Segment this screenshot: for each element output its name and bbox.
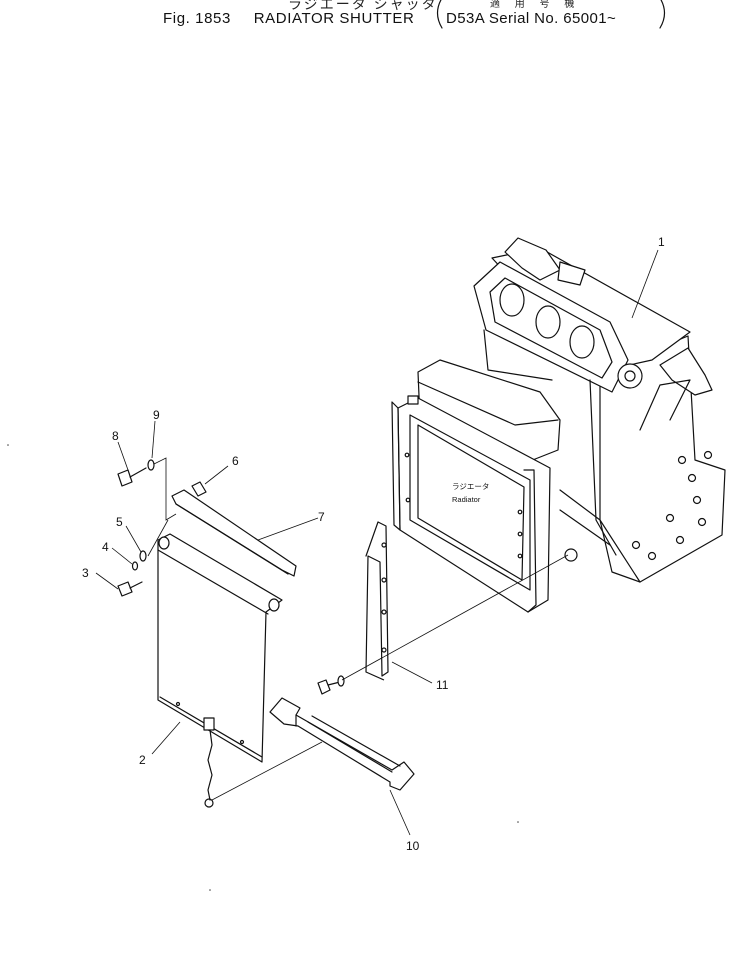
radiator-label-japanese: ラジエータ: [452, 482, 489, 491]
callout-9: 9: [153, 408, 160, 422]
callout-1: 1: [658, 235, 665, 249]
callout-4: 4: [102, 540, 109, 554]
figure-title: Fig. 1853 RADIATOR SHUTTER: [163, 10, 432, 27]
fasteners-left: [95, 519, 169, 597]
callout-8: 8: [112, 429, 119, 443]
callout-2: 2: [139, 753, 146, 767]
cap-nut: [191, 465, 229, 497]
callout-5: 5: [116, 515, 123, 529]
radiator-guard-frame: [473, 237, 726, 583]
title-japanese: ラジエータ シャッタ: [288, 0, 438, 12]
speck: [209, 889, 211, 891]
bottom-hook-bracket: [269, 697, 415, 836]
figure-number: Fig. 1853: [163, 10, 231, 27]
speck: [7, 444, 9, 446]
speck: [517, 821, 519, 823]
shutter-curtain: [151, 533, 323, 808]
callout-3: 3: [82, 566, 89, 580]
mounting-bracket: [317, 521, 569, 695]
callout-6: 6: [232, 454, 239, 468]
callout-7: 7: [318, 510, 325, 524]
serial-bracket: [436, 0, 666, 29]
top-bar: [171, 489, 319, 577]
part-name: RADIATOR SHUTTER: [253, 10, 415, 27]
radiator-label-english: Radiator: [452, 495, 481, 504]
callout-10: 10: [406, 839, 420, 853]
radiator: ラジエータ Radiator: [391, 359, 578, 613]
serial-japanese: 適 用 号 機: [490, 0, 581, 10]
bolt-washer-top: [117, 420, 177, 521]
serial-number: D53A Serial No. 65001~: [446, 10, 617, 27]
callout-11: 11: [436, 678, 449, 692]
